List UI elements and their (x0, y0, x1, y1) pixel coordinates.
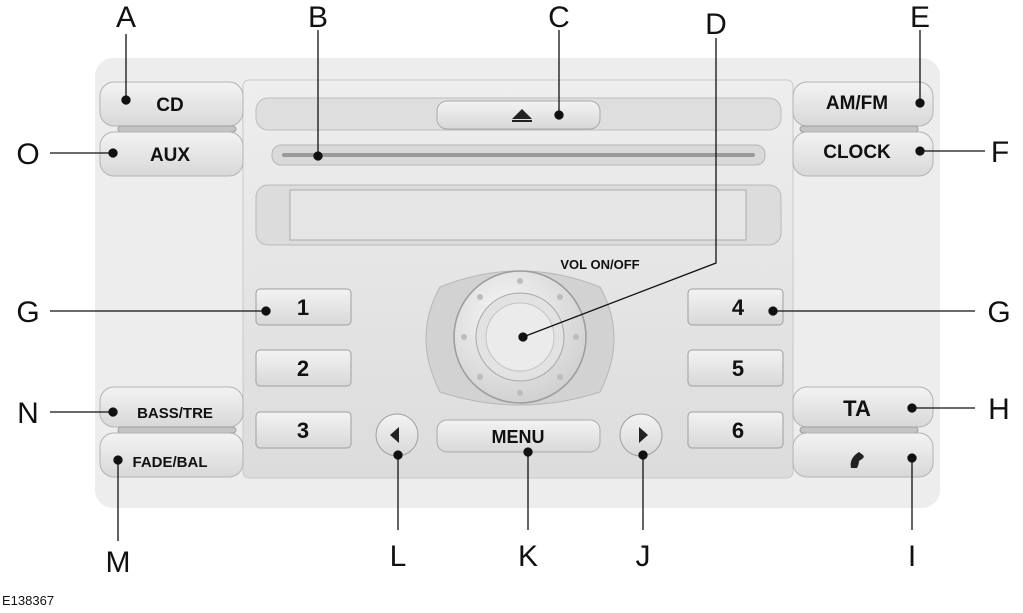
menu-label: MENU (492, 427, 545, 447)
clock-label: CLOCK (823, 142, 891, 163)
callout-E: E (910, 1, 930, 34)
callout-lines (50, 30, 985, 541)
fade-bal-label: FADE/BAL (133, 454, 208, 471)
callout-C: C (548, 1, 570, 34)
eject-icon (512, 109, 532, 119)
am-fm-button[interactable]: AM/FM (792, 81, 934, 127)
callout-I: I (908, 540, 916, 573)
phone-icon (850, 452, 864, 468)
callout-L: L (390, 540, 407, 573)
callout-G-right: G (987, 296, 1010, 329)
preset-2-label: 2 (297, 356, 309, 381)
menu-button[interactable]: MENU (436, 419, 601, 453)
reference-code: E138367 (2, 593, 55, 608)
preset-1-label: 1 (297, 295, 309, 320)
bass-tre-label: BASS/TRE (137, 405, 213, 422)
aux-button[interactable]: AUX (99, 131, 244, 177)
preset-5-button[interactable]: 5 (687, 349, 784, 387)
callout-G-left: G (16, 296, 39, 329)
am-fm-label: AM/FM (826, 93, 888, 114)
callout-F: F (991, 136, 1009, 169)
fade-bal-button[interactable]: FADE/BAL (99, 432, 244, 478)
clock-button[interactable]: CLOCK (792, 131, 934, 177)
eject-button[interactable] (436, 100, 601, 130)
seek-left-icon (390, 427, 399, 443)
callout-N: N (17, 397, 39, 430)
preset-4-button[interactable]: 4 (687, 288, 784, 326)
ta-button[interactable]: TA (792, 386, 934, 428)
preset-6-button[interactable]: 6 (687, 411, 784, 449)
preset-3-button[interactable]: 3 (255, 411, 352, 449)
preset-3-label: 3 (297, 418, 309, 443)
seek-right-icon (639, 427, 648, 443)
seek-right-button[interactable] (619, 413, 663, 457)
aux-label: AUX (150, 145, 190, 166)
preset-5-label: 5 (732, 356, 744, 381)
cd-label: CD (156, 95, 183, 116)
seek-left-button[interactable] (375, 413, 419, 457)
callout-A: A (116, 1, 136, 34)
cd-button[interactable]: CD (99, 81, 244, 127)
preset-6-label: 6 (732, 418, 744, 443)
callout-M: M (106, 546, 131, 579)
preset-1-button[interactable]: 1 (255, 288, 352, 326)
callout-J: J (636, 540, 651, 573)
preset-2-button[interactable]: 2 (255, 349, 352, 387)
bass-tre-button[interactable]: BASS/TRE (99, 386, 244, 428)
vol-on-off-label: VOL ON/OFF (560, 257, 639, 272)
callout-H: H (988, 393, 1010, 426)
callout-D: D (705, 8, 727, 41)
phone-button[interactable] (792, 432, 934, 478)
preset-4-label: 4 (732, 295, 745, 320)
ta-label: TA (843, 396, 871, 421)
callout-K: K (518, 540, 538, 573)
callout-O: O (16, 138, 39, 171)
display-screen (289, 189, 747, 241)
callout-B: B (308, 1, 328, 34)
